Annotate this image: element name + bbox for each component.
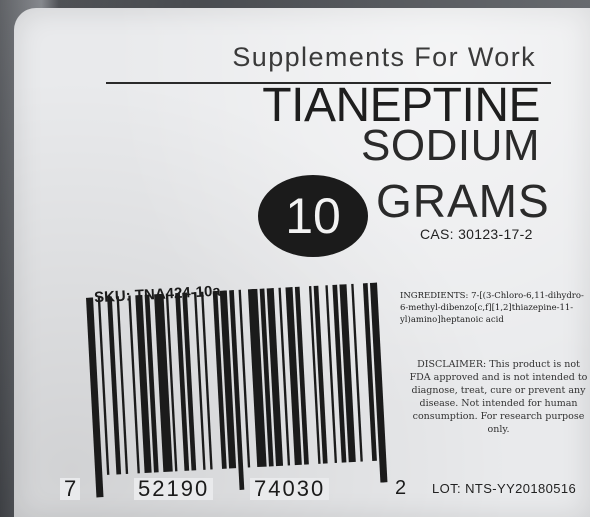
- barcode-bar: [85, 297, 104, 498]
- barcode-bar: [369, 282, 388, 483]
- barcode-bar: [135, 294, 152, 473]
- barcode-bar: [116, 296, 129, 474]
- barcode-bar: [247, 288, 267, 468]
- barcode-bar: [339, 284, 356, 463]
- product-form: SODIUM: [361, 121, 540, 170]
- barcode-bar: [212, 290, 227, 469]
- barcode-check-digit: 2: [395, 477, 407, 499]
- barcode-bar: [332, 284, 347, 463]
- barcode-bar: [362, 283, 377, 462]
- barcode-bar: [325, 285, 338, 464]
- barcode-bar: [144, 294, 159, 473]
- disclaimer-text: DISCLAIMER: This product is not FDA appr…: [409, 359, 588, 435]
- barcode-bar: [154, 293, 173, 472]
- brand-name: Supplements For Work: [232, 42, 536, 72]
- cas-number: CAS: 30123-17-2: [420, 226, 533, 242]
- barcode-bar: [294, 286, 309, 465]
- barcode-bar: [200, 291, 213, 470]
- barcode-bar: [193, 292, 206, 470]
- barcode-bar: [238, 289, 251, 468]
- barcode: [85, 282, 388, 498]
- barcode-bar: [107, 296, 122, 475]
- quantity-badge: 10: [258, 175, 368, 257]
- barcode-bar: [259, 288, 274, 467]
- barcode-bar: [175, 292, 190, 471]
- barcode-right-group: 74030: [250, 478, 330, 500]
- barcode-bar: [266, 287, 284, 467]
- barcode-bar: [313, 285, 328, 464]
- barcode-bar: [219, 290, 237, 469]
- barcode-bar: [278, 287, 291, 466]
- product-label: Supplements For Work TIANEPTINE SODIUM 1…: [14, 8, 590, 517]
- barcode-bar: [165, 293, 178, 472]
- lot-number: LOT: NTS-YY20180516: [432, 481, 577, 496]
- ingredients-text: INGREDIENTS: 7-[(3-Chloro-6,11-dihydro-6…: [400, 291, 584, 325]
- barcode-bar: [128, 295, 140, 474]
- barcode-bar: [285, 286, 302, 466]
- quantity-unit: GRAMS: [376, 175, 550, 227]
- barcode-bar: [351, 283, 363, 462]
- barcode-bar: [182, 292, 197, 471]
- brand-divider: [106, 82, 551, 84]
- quantity-value: 10: [285, 188, 341, 244]
- barcode-left-group: 52190: [134, 478, 214, 500]
- barcode-lead-digit: 7: [60, 478, 81, 500]
- product-name: TIANEPTINE: [262, 79, 540, 132]
- barcode-bar: [308, 285, 321, 464]
- barcode-bar: [229, 290, 245, 491]
- barcode-bar: [97, 297, 110, 475]
